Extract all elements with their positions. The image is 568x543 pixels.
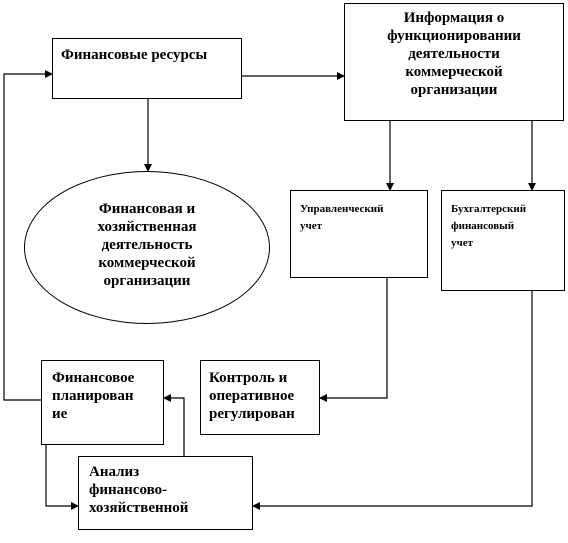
control-label: Контроль и оперативное регулирован [209,370,295,422]
control-box[interactable]: Контроль и оперативное регулирован [200,360,320,435]
info-label: Информация о функционировании деятельнос… [387,10,521,98]
info-box[interactable]: Информация о функционировании деятельнос… [344,3,564,121]
arrow-planning-to-analysis [45,445,79,510]
financial-resources-label: Финансовые ресурсы [61,47,208,63]
planning-box[interactable]: Финансовое планирован ие [41,360,164,445]
analysis-box[interactable]: Анализ финансово- хозяйственной [78,456,253,530]
arrow-mgmt-to-control [319,278,388,402]
management-accounting-box[interactable]: Управленческий учет [290,190,428,278]
analysis-label: Анализ финансово- хозяйственной [89,464,189,516]
financial-resources-box[interactable]: Финансовые ресурсы [52,38,242,99]
planning-label: Финансовое планирован ие [52,370,135,422]
activity-ellipse[interactable]: Финансовая и хозяйственная деятельность … [24,171,270,324]
arrow-analysis-to-planning [163,394,185,456]
management-accounting-label: Управленческий учет [300,203,384,233]
financial-accounting-label: Бухгалтерский финансовый учет [451,203,527,250]
activity-label: Финансовая и хозяйственная деятельность … [97,201,197,289]
financial-accounting-box[interactable]: Бухгалтерский финансовый учет [441,190,565,291]
